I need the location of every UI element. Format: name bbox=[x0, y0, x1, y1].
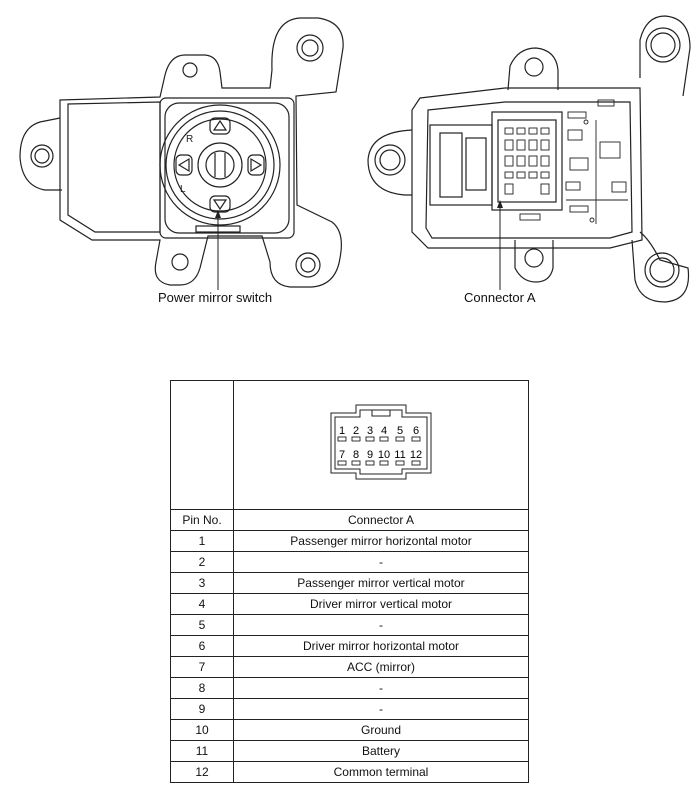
pin-row-bottom: 7 8 9 10 11 12 bbox=[339, 449, 422, 461]
pin-description: Ground bbox=[233, 719, 529, 741]
svg-text:L: L bbox=[180, 184, 186, 195]
pin-label: 11 bbox=[394, 449, 405, 461]
connector-pin-table: 1 2 3 4 5 6 7 8 9 bbox=[170, 380, 529, 783]
pin-description: Driver mirror horizontal motor bbox=[233, 635, 529, 657]
connector-face-row: 1 2 3 4 5 6 7 8 9 bbox=[170, 380, 529, 510]
pin-description: - bbox=[233, 677, 529, 699]
pin-description: Driver mirror vertical motor bbox=[233, 593, 529, 615]
pin-number: 2 bbox=[170, 551, 234, 573]
empty-cell bbox=[170, 380, 234, 510]
pin-number: 6 bbox=[170, 635, 234, 657]
power-mirror-switch-label: Power mirror switch bbox=[158, 290, 273, 305]
pin-number: 1 bbox=[170, 530, 234, 552]
pin-label: 12 bbox=[410, 449, 422, 461]
pin-description: ACC (mirror) bbox=[233, 656, 529, 678]
table-row: 8- bbox=[170, 677, 529, 699]
pin-description: Passenger mirror vertical motor bbox=[233, 572, 529, 594]
pin-no-header: Pin No. bbox=[170, 509, 234, 531]
connector-a-header: Connector A bbox=[233, 509, 529, 531]
pin-description: Common terminal bbox=[233, 761, 529, 783]
pin-number: 7 bbox=[170, 656, 234, 678]
pin-description: - bbox=[233, 614, 529, 636]
connector-a-face-icon: 1 2 3 4 5 6 7 8 9 bbox=[330, 404, 432, 480]
pin-row-top: 1 2 3 4 5 6 bbox=[339, 425, 419, 437]
pin-label: 10 bbox=[378, 449, 390, 461]
pin-number: 10 bbox=[170, 719, 234, 741]
pin-number: 9 bbox=[170, 698, 234, 720]
pin-number: 12 bbox=[170, 761, 234, 783]
pin-number: 5 bbox=[170, 614, 234, 636]
pin-label: 7 bbox=[339, 449, 345, 461]
pin-description: Battery bbox=[233, 740, 529, 762]
pin-number: 3 bbox=[170, 572, 234, 594]
table-row: 9- bbox=[170, 698, 529, 720]
connector-face-cell: 1 2 3 4 5 6 7 8 9 bbox=[233, 380, 529, 510]
pin-number: 8 bbox=[170, 677, 234, 699]
table-header-row: Pin No. Connector A bbox=[170, 509, 529, 531]
pin-label: 9 bbox=[367, 449, 373, 461]
pin-number: 11 bbox=[170, 740, 234, 762]
pin-number: 4 bbox=[170, 593, 234, 615]
pin-description: - bbox=[233, 551, 529, 573]
pin-label: 6 bbox=[413, 425, 419, 437]
pin-description: - bbox=[233, 698, 529, 720]
table-row: 2- bbox=[170, 551, 529, 573]
connector-side-drawing bbox=[367, 15, 691, 303]
pin-label: 5 bbox=[397, 425, 403, 437]
component-illustrations: R L bbox=[19, 15, 691, 303]
pin-label: 2 bbox=[353, 425, 359, 437]
pin-label: 4 bbox=[381, 425, 387, 437]
connector-a-label: Connector A bbox=[464, 290, 536, 305]
table-row: 5- bbox=[170, 614, 529, 636]
power-mirror-switch-drawing: R L bbox=[19, 17, 344, 290]
pin-label: 3 bbox=[367, 425, 373, 437]
svg-text:R: R bbox=[186, 134, 193, 145]
pin-description: Passenger mirror horizontal motor bbox=[233, 530, 529, 552]
pin-label: 8 bbox=[353, 449, 359, 461]
pin-label: 1 bbox=[339, 425, 345, 437]
